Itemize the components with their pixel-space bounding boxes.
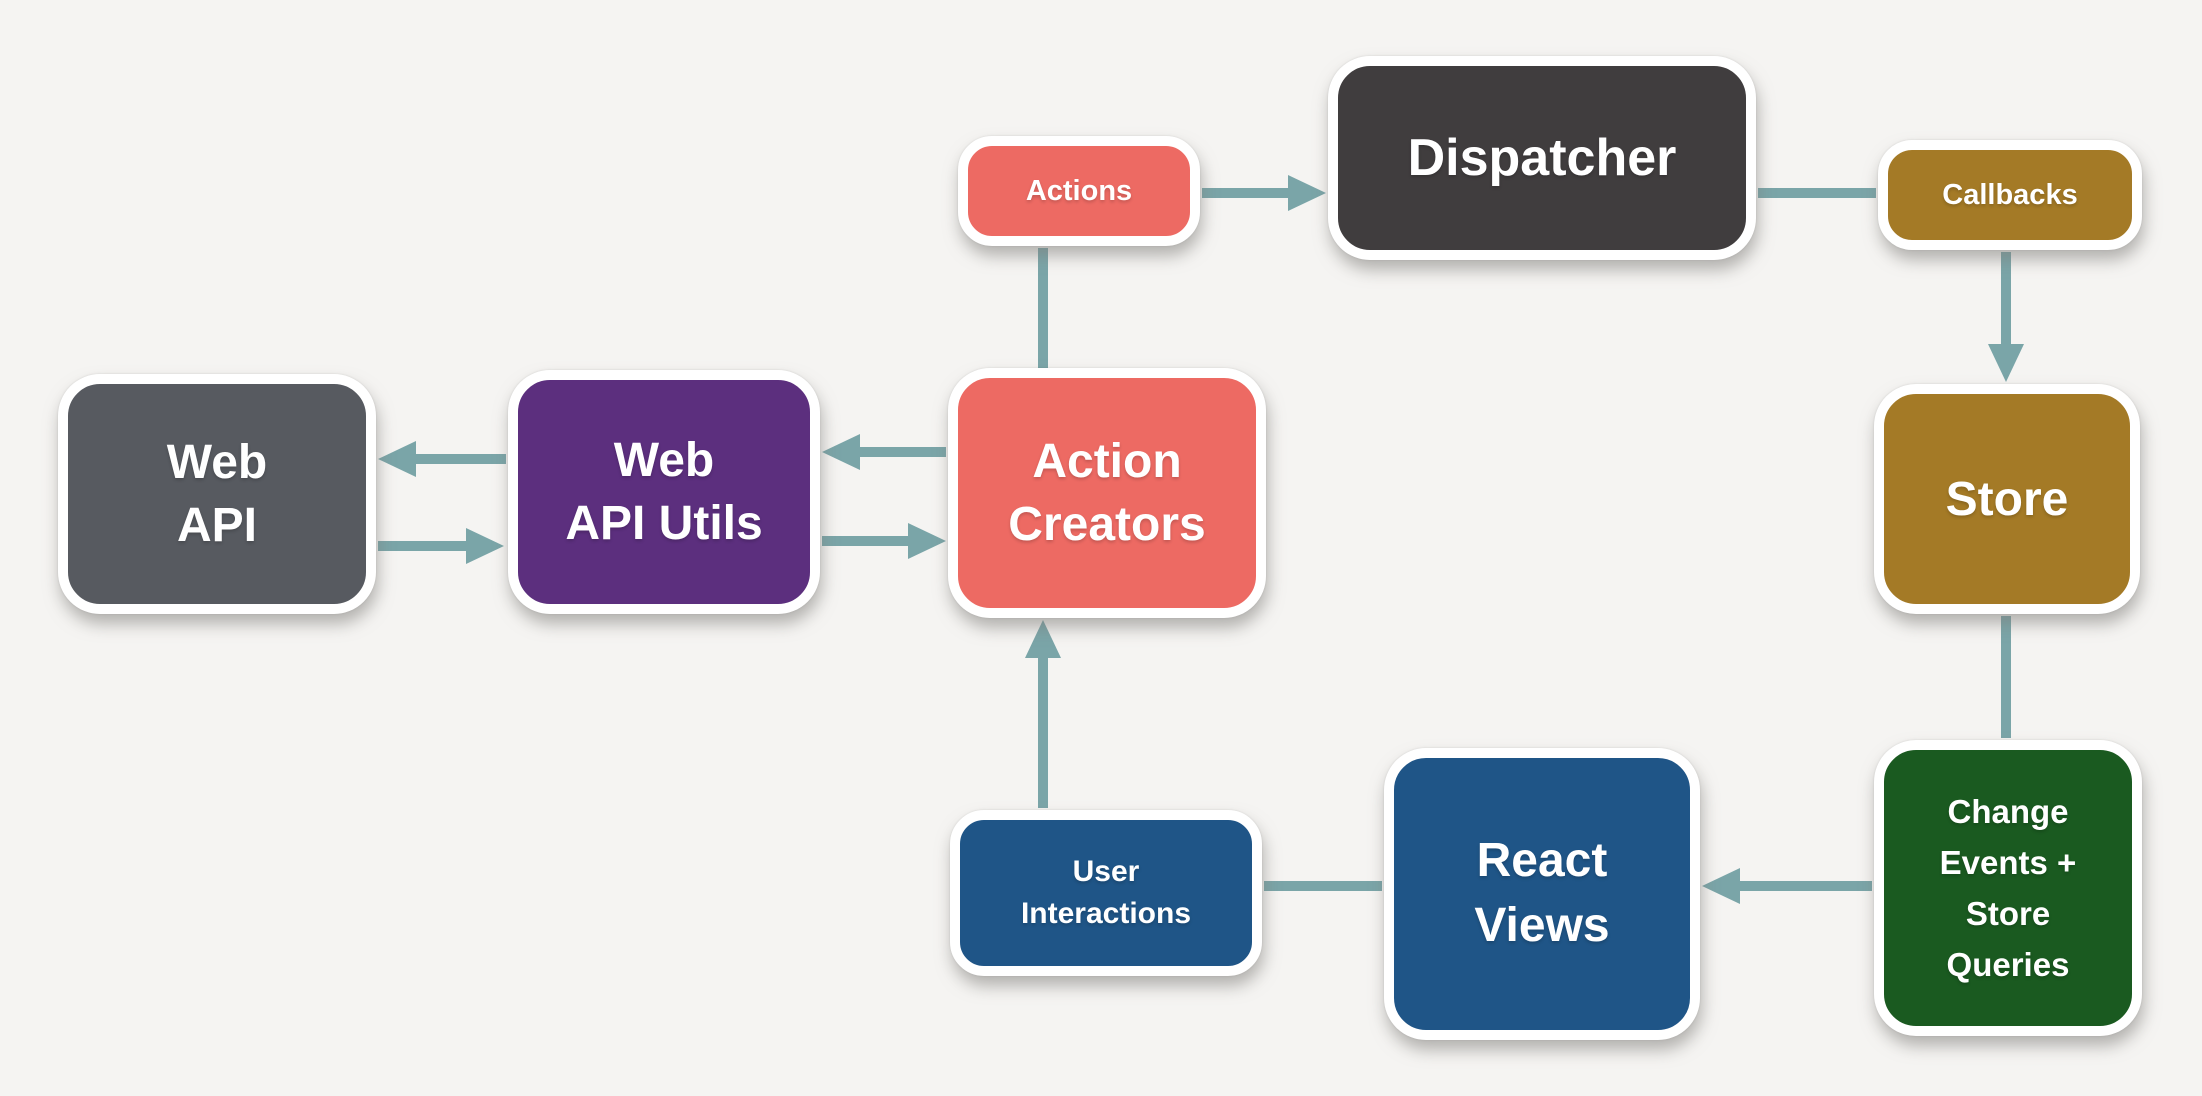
edge-change-events-to-react-views: [1702, 868, 1872, 904]
node-action-creators-label: Action Creators: [1008, 434, 1206, 551]
edge-user-interactions-to-action-creators: [1025, 620, 1061, 808]
node-change-events-store-queries: Change Events + Store Queries: [1874, 740, 2142, 1036]
edge-action-creators-to-actions: [1038, 248, 1048, 368]
node-callbacks-label: Callbacks: [1942, 178, 2078, 211]
node-web-api-label: Web API: [166, 435, 268, 552]
node-user-interactions: User Interactions: [950, 810, 1262, 976]
arrowhead-left-icon: [822, 434, 860, 470]
arrowhead-up-icon: [1025, 620, 1061, 658]
edge-web-api-utils-to-web-api: [378, 441, 506, 477]
edge-dispatcher-to-callbacks: [1758, 188, 1876, 198]
edge-react-views-to-user-interactions: [1264, 881, 1382, 891]
arrowhead-right-icon: [1288, 175, 1326, 211]
arrowhead-left-icon: [1702, 868, 1740, 904]
node-store-label: Store: [1945, 472, 2069, 526]
edge-line: [378, 541, 466, 551]
arrowhead-right-icon: [466, 528, 504, 564]
node-change-events-label: Change Events + Store Queries: [1939, 792, 2077, 984]
node-callbacks: Callbacks: [1878, 140, 2142, 250]
node-store: Store: [1874, 384, 2140, 614]
edge-store-to-change-events: [2001, 616, 2011, 738]
edge-line: [822, 536, 908, 546]
edge-web-api-utils-to-action-creators: [822, 523, 946, 559]
node-user-interactions-label: User Interactions: [1020, 855, 1192, 930]
node-web-api-utils: Web API Utils: [508, 370, 820, 614]
node-react-views-label: React Views: [1474, 834, 1610, 952]
edge-actions-to-dispatcher: [1202, 175, 1326, 211]
arrowhead-right-icon: [908, 523, 946, 559]
edge-line: [860, 447, 946, 457]
edge-action-creators-to-web-api-utils: [822, 434, 946, 470]
node-action-creators: Action Creators: [948, 368, 1266, 618]
node-actions: Actions: [958, 136, 1200, 246]
node-dispatcher-label: Dispatcher: [1407, 129, 1677, 187]
edge-line: [1038, 658, 1048, 808]
node-react-views: React Views: [1384, 748, 1700, 1040]
node-dispatcher: Dispatcher: [1328, 56, 1756, 260]
edge-web-api-to-web-api-utils: [378, 528, 504, 564]
edge-line: [1740, 881, 1872, 891]
node-web-api-utils-label: Web API Utils: [565, 433, 763, 550]
edge-line: [2001, 252, 2011, 344]
arrowhead-down-icon: [1988, 344, 2024, 382]
edge-callbacks-to-store: [1988, 252, 2024, 382]
edge-line: [416, 454, 506, 464]
node-web-api: Web API: [58, 374, 376, 614]
edge-line: [1202, 188, 1288, 198]
arrowhead-left-icon: [378, 441, 416, 477]
node-actions-label: Actions: [1025, 174, 1133, 207]
